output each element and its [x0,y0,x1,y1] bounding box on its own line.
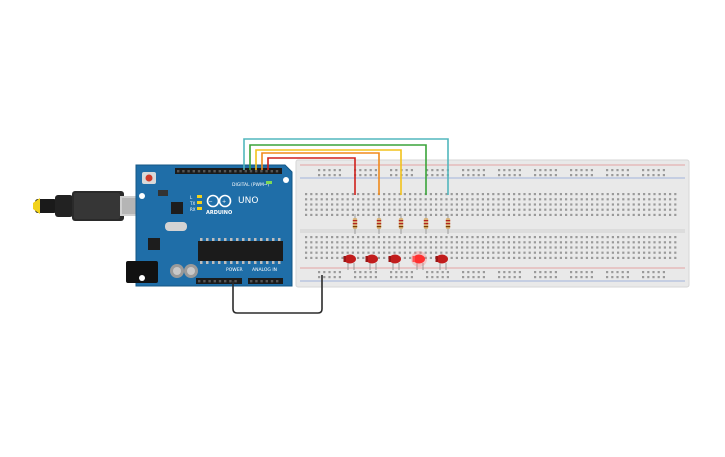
header-analog-label: ANALOG IN [252,267,277,273]
svg-text:−: − [209,199,213,205]
arduino-uno-board[interactable]: DIGITAL (PWM~) POWER ANALOG IN − + ARDUI… [126,164,293,287]
board-model: UNO [238,196,258,206]
resistor[interactable] [398,214,404,234]
resistor[interactable] [376,214,382,234]
arduino-logo: − + [206,194,232,208]
board-brand: ARDUINO [206,210,232,216]
header-digital-label: DIGITAL (PWM~) [232,182,270,188]
wire-teal[interactable] [243,138,449,195]
wire-red[interactable] [267,157,356,195]
label-l: L [190,195,193,200]
label-tx: TX [189,201,195,206]
resistor[interactable] [352,214,358,234]
wire-orange[interactable] [261,152,380,195]
resistor[interactable] [423,214,429,234]
header-power-label: POWER [226,267,243,273]
microcontroller-chip [198,241,283,261]
usb-cable[interactable] [33,191,144,221]
led[interactable] [435,254,449,271]
label-rx: RX [190,207,196,212]
led[interactable] [411,251,427,270]
led[interactable] [388,254,402,271]
analog-header[interactable] [248,278,283,284]
wire-green[interactable] [249,144,427,195]
power-jack[interactable] [126,261,158,283]
svg-text:+: + [222,199,226,205]
wire-yellow[interactable] [255,149,402,195]
led[interactable] [365,254,379,271]
wire-ground[interactable] [232,275,323,314]
resistor[interactable] [445,214,451,234]
led[interactable] [343,254,357,271]
digital-header[interactable] [175,168,282,174]
